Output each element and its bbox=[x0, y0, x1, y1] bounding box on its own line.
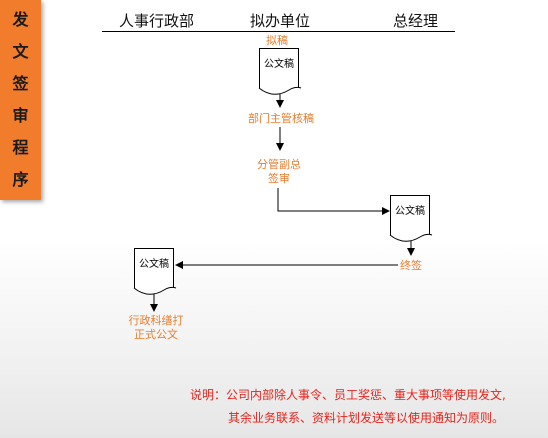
document-admin: 公文稿 bbox=[133, 248, 177, 295]
step-admin-print: 行政科缮打 正式公文 bbox=[126, 314, 186, 342]
column-header-general-manager: 总经理 bbox=[393, 12, 439, 30]
step-vp-sign-line1: 分管副总 bbox=[257, 158, 301, 171]
document-label: 公文稿 bbox=[264, 59, 294, 70]
step-admin-print-line1: 行政科缮打 bbox=[128, 314, 184, 327]
document-wave-edge bbox=[258, 86, 302, 95]
note-line-1: 说明：公司内部除人事令、员工奖惩、重大事项等使用发文, bbox=[190, 388, 506, 402]
title-char: 签 bbox=[12, 74, 29, 93]
document-draft: 公文稿 bbox=[258, 48, 302, 95]
column-header-hr-admin: 人事行政部 bbox=[119, 12, 195, 30]
document-label: 公文稿 bbox=[139, 259, 169, 270]
step-final-sign: 终签 bbox=[400, 259, 422, 272]
title-char: 审 bbox=[12, 106, 29, 125]
step-vp-sign-line2: 签审 bbox=[268, 172, 290, 185]
step-dept-review: 部门主管核稿 bbox=[248, 112, 314, 125]
title-char: 文 bbox=[12, 42, 29, 61]
step-admin-print-line2: 正式公文 bbox=[134, 328, 178, 341]
arrow-vp-to-gm bbox=[277, 188, 390, 215]
step-draft: 拟稿 bbox=[266, 34, 288, 47]
title-char: 序 bbox=[12, 170, 29, 189]
note-line-2: 其余业务联系、资料计划发送等以使用通知为原则。 bbox=[228, 411, 505, 425]
title-char: 程 bbox=[12, 138, 29, 157]
document-label: 公文稿 bbox=[395, 206, 425, 217]
column-header-drafting-unit: 拟办单位 bbox=[250, 12, 311, 30]
header-divider bbox=[102, 31, 455, 32]
title-sidebar: 发 文 签 审 程 序 bbox=[0, 0, 41, 200]
document-wave-edge bbox=[133, 286, 177, 295]
title-char: 发 bbox=[12, 10, 29, 29]
document-gm: 公文稿 bbox=[389, 195, 433, 242]
document-wave-edge bbox=[389, 233, 433, 242]
step-vp-sign: 分管副总 签审 bbox=[257, 158, 301, 186]
